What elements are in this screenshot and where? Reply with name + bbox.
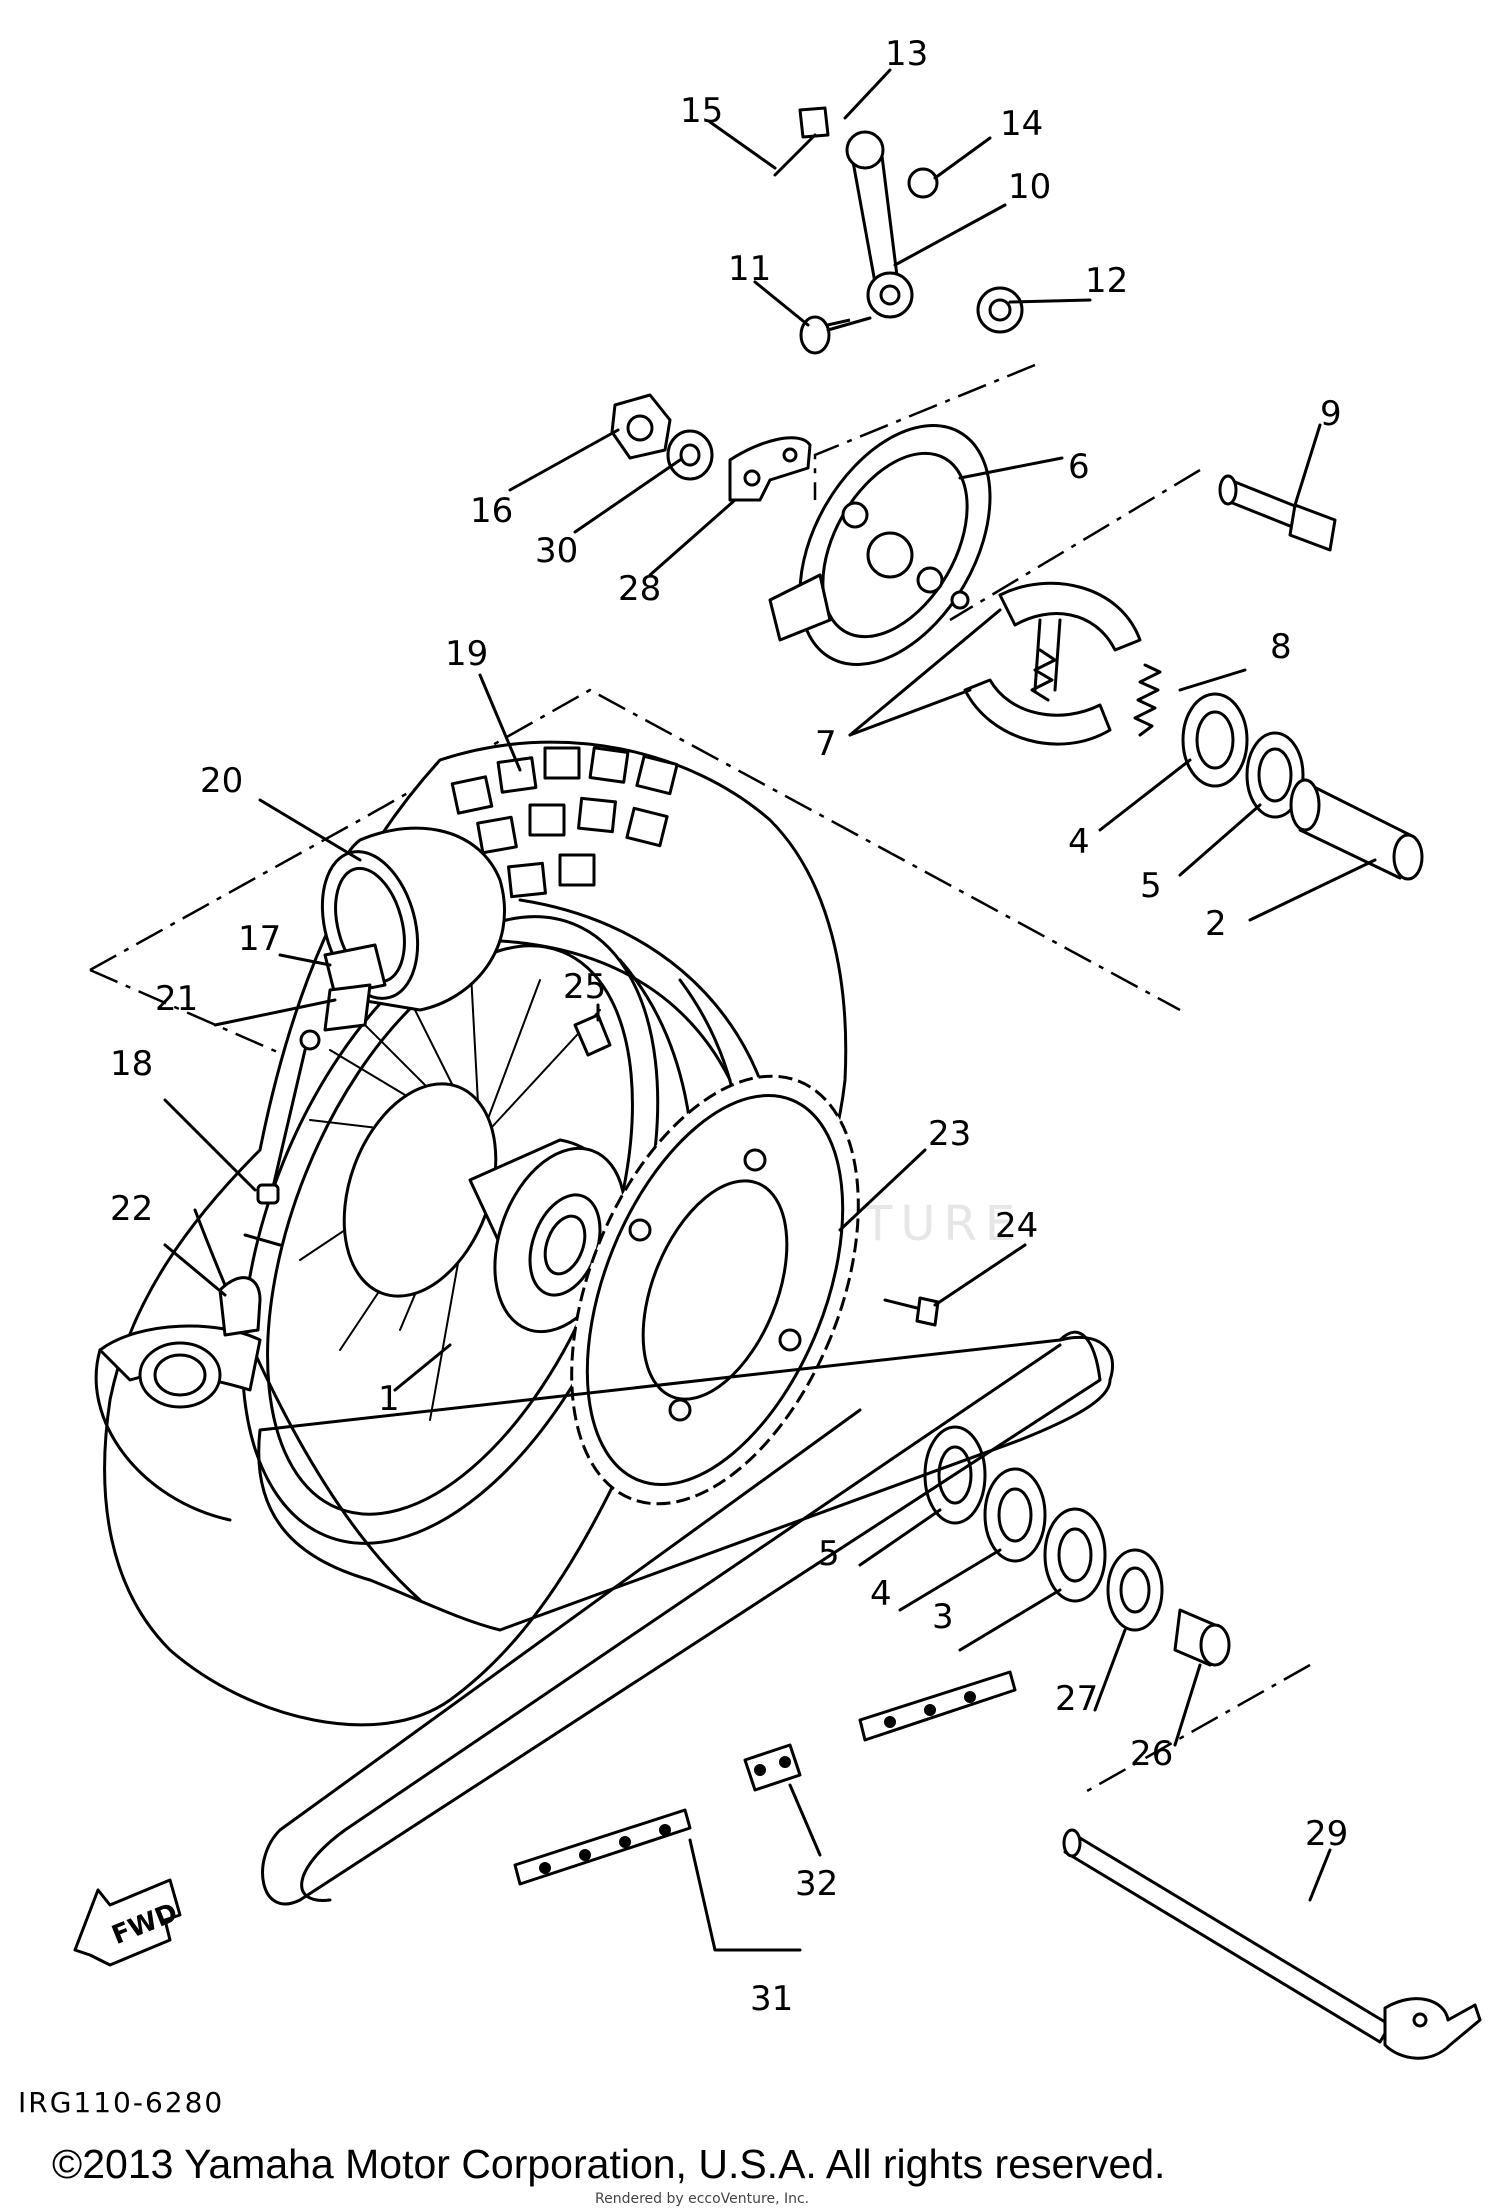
callout-21: 21 [155,979,198,1019]
rim-lock [323,943,387,1032]
brake-shoes [963,581,1142,746]
leader-lines [163,68,1377,1952]
callout-9: 9 [1320,394,1342,434]
callout-4: 4 [1068,822,1090,862]
callout-27: 27 [1055,1679,1098,1719]
callout-labels: 1 2 3 4 5 6 7 8 9 10 11 12 13 14 15 16 1… [110,34,1348,2019]
callout-13: 13 [885,34,928,74]
axle-washer [666,429,714,481]
callout-5-lower: 5 [818,1534,840,1574]
drive-chain [257,1330,1115,1906]
wheel-bearing-upper [1181,692,1305,819]
chain-puller [728,436,812,502]
brake-spring [1030,648,1162,737]
axle-nut [610,393,672,460]
callout-22: 22 [110,1189,153,1229]
callout-29: 29 [1305,1814,1348,1854]
wheel-bearing-lower [923,1425,1107,1603]
valve-cap [573,1013,612,1057]
callout-1: 1 [378,1379,400,1419]
callout-11: 11 [728,249,771,289]
callout-23: 23 [928,1114,971,1154]
tire-tread-knobs [450,746,679,899]
callout-4-lower: 4 [870,1574,892,1614]
callout-26: 26 [1130,1734,1173,1774]
inner-tube [94,1276,262,1522]
callout-31: 31 [750,1979,793,2019]
callout-14: 14 [1000,104,1043,144]
callout-19: 19 [445,634,488,674]
callout-15: 15 [680,91,723,131]
rear-axle [1062,1828,1482,2060]
callout-8: 8 [1270,627,1292,667]
rendered-by-credit: Rendered by eccoVenture, Inc. [595,2191,809,2207]
callout-5: 5 [1140,866,1162,906]
copyright-notice: ©2013 Yamaha Motor Corporation, U.S.A. A… [52,2141,1165,2187]
tension-bar-bolts [773,106,1024,355]
rear-sprocket [570,1074,860,1506]
callout-17: 17 [238,919,281,959]
callout-6: 6 [1068,447,1090,487]
callout-12: 12 [1085,261,1128,301]
callout-10: 10 [1008,167,1051,207]
master-link [743,1743,802,1792]
callout-7: 7 [815,724,837,764]
callout-18: 18 [110,1044,153,1084]
callout-25: 25 [563,967,606,1007]
callout-16: 16 [470,491,513,531]
brake-panel [768,424,992,666]
callout-30: 30 [535,531,578,571]
oil-seal-collars [1106,1548,1231,1667]
wheel-spacer [1289,778,1424,881]
forward-direction-arrow: FWD [73,1878,182,1967]
tension-bar [845,130,914,319]
callout-24: 24 [995,1206,1038,1246]
callout-3: 3 [932,1597,954,1637]
rim-lock-nut [256,1029,321,1205]
callout-20: 20 [200,761,243,801]
callout-32: 32 [795,1864,838,1904]
brake-camshaft [1218,474,1337,552]
callout-28: 28 [618,569,661,609]
chain-section [513,1670,1017,1886]
drawing-code: IRG110-6280 [18,2086,224,2119]
callout-2: 2 [1205,904,1227,944]
sprocket-bolt [243,1233,940,1327]
